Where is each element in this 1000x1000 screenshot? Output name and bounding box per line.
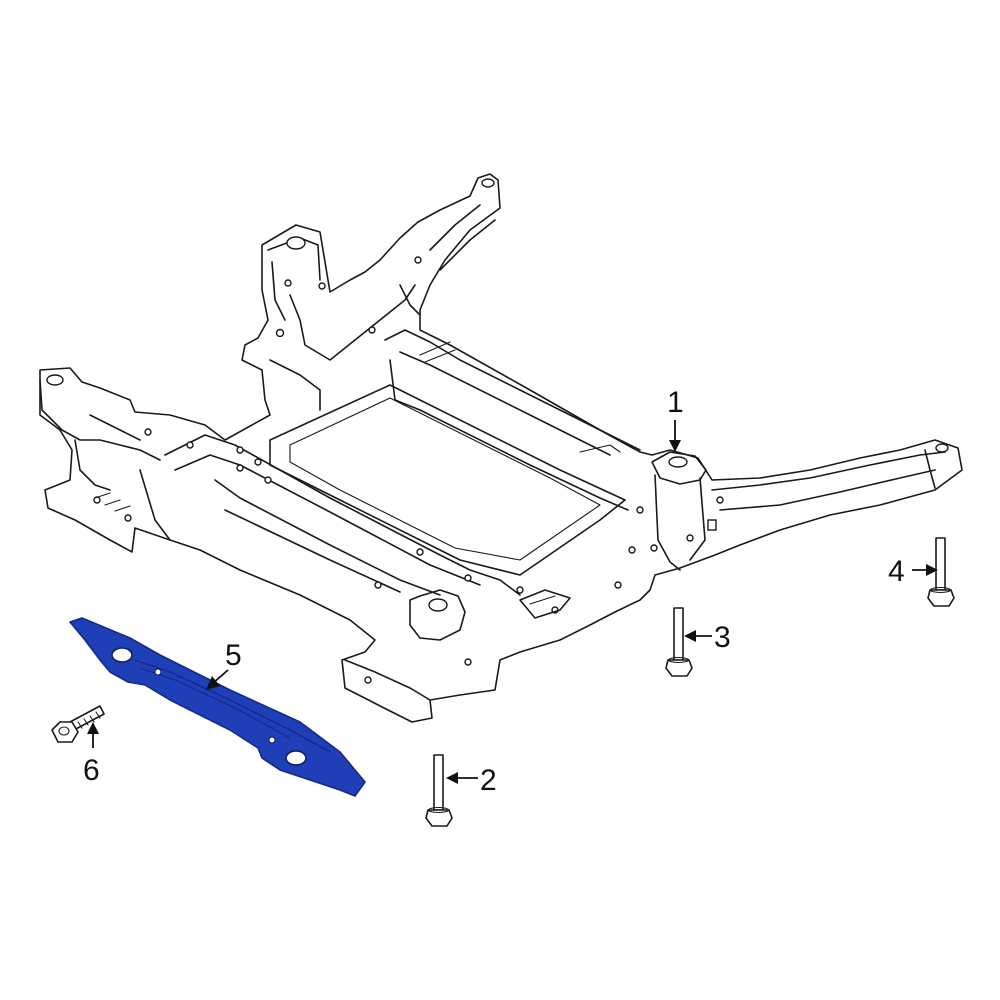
subframe-part-1[interactable] (39, 173, 963, 723)
callout-label-4: 4 (888, 555, 905, 588)
callout-arrow-5 (206, 669, 229, 690)
bolt-part-2[interactable] (425, 754, 453, 827)
callout-arrow-4 (912, 564, 938, 576)
callout-label-5: 5 (225, 639, 242, 672)
brace-part-5[interactable] (69, 617, 366, 797)
callout-label-1: 1 (667, 386, 684, 419)
callout-label-6: 6 (83, 754, 100, 787)
bolt-part-6[interactable] (51, 705, 105, 743)
bolt-part-4[interactable] (927, 537, 955, 607)
callout-label-2: 2 (480, 764, 497, 797)
callout-label-3: 3 (714, 621, 731, 654)
callout-arrow-6 (87, 722, 99, 748)
callout-arrow-1 (669, 420, 681, 452)
callout-arrow-2 (446, 772, 478, 784)
bolt-part-3[interactable] (665, 607, 693, 677)
callout-arrow-3 (684, 630, 712, 642)
